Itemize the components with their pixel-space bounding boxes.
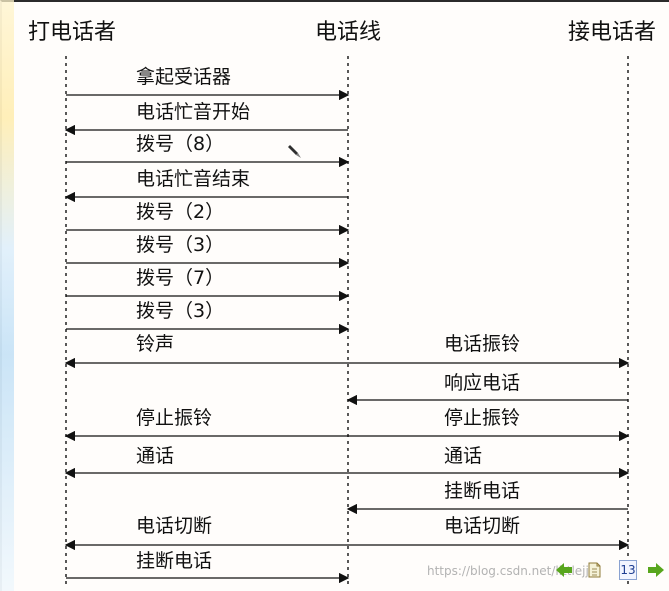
- message-label-m5: 拨号（2）: [136, 201, 225, 223]
- message-label-m1: 拿起受话器: [136, 66, 232, 88]
- left-gradient-strip: [0, 0, 14, 591]
- message-label-m3: 拨号（8）: [136, 133, 225, 155]
- next-slide-icon[interactable]: [647, 561, 665, 579]
- message-arrows: [64, 89, 630, 584]
- message-label-m14-left: 电话切断: [136, 515, 213, 537]
- pen-cursor-icon: [288, 145, 301, 158]
- actor-caller: 打电话者: [28, 20, 117, 45]
- message-label-m15: 挂断电话: [136, 550, 213, 572]
- document-icon[interactable]: [585, 561, 603, 579]
- message-label-m13: 挂断电话: [444, 480, 521, 502]
- message-label-m10: 响应电话: [444, 372, 521, 394]
- watermark-text: https://blog.csdn.net/littlejj: [427, 564, 589, 578]
- message-label-m4: 电话忙音结束: [136, 168, 251, 190]
- page-number-badge: 13: [619, 560, 637, 580]
- message-label-m6: 拨号（3）: [136, 234, 225, 256]
- message-label-m12-right: 通话: [444, 445, 483, 467]
- message-label-m11-left: 停止振铃: [136, 407, 213, 429]
- message-label-m9-right: 电话振铃: [444, 333, 521, 355]
- message-label-m9-left: 铃声: [136, 333, 175, 355]
- previous-slide-icon[interactable]: [555, 561, 573, 579]
- actor-receiver: 接电话者: [568, 20, 657, 45]
- message-label-m11-right: 停止振铃: [444, 407, 521, 429]
- message-label-m2: 电话忙音开始: [136, 101, 251, 123]
- actor-phone-line: 电话线: [315, 20, 382, 45]
- message-label-m14-right: 电话切断: [444, 515, 521, 537]
- message-label-m8: 拨号（3）: [136, 300, 225, 322]
- message-label-m12-left: 通话: [136, 445, 175, 467]
- message-label-m7: 拨号（7）: [136, 267, 225, 289]
